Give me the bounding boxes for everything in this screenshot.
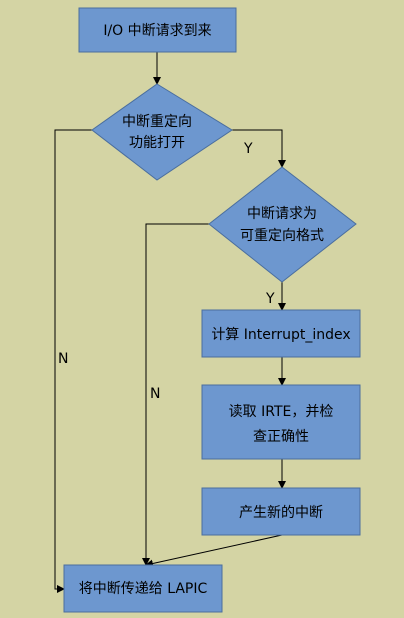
edge-generate-to-deliver: [145, 534, 283, 568]
generate-node: 产生新的中断: [201, 487, 361, 536]
decision2-no-label: N: [150, 386, 160, 402]
deliver-node: 将中断传递给 LAPIC: [63, 564, 223, 613]
decision1-yes-label: Y: [243, 141, 253, 157]
read-irte-text-line1: 读取 IRTE，并检: [229, 403, 334, 420]
start-node-text: I/O 中断请求到来: [103, 23, 211, 39]
start-node: I/O 中断请求到来: [78, 7, 237, 53]
decision2-node: 中断请求为 可重定向格式: [208, 166, 357, 283]
generate-node-text: 产生新的中断: [239, 505, 323, 521]
decision1-node: 中断重定向 功能打开: [91, 83, 233, 181]
edge-decision1-yes: [232, 129, 286, 168]
decision1-text-line2: 功能打开: [129, 134, 185, 151]
decision2-text-line2: 可重定向格式: [240, 228, 324, 244]
read-irte-text-line2: 查正确性: [253, 429, 309, 445]
decision1-text-line1: 中断重定向: [122, 114, 192, 130]
decision1-no-label: N: [58, 351, 68, 367]
decision2-text-line1: 中断请求为: [247, 206, 317, 222]
compute-node: 计算 Interrupt_index: [201, 309, 361, 358]
read-irte-node: 读取 IRTE，并检 查正确性: [201, 384, 361, 460]
edge-decision1-no: [54, 129, 92, 593]
compute-node-text: 计算 Interrupt_index: [211, 327, 350, 343]
deliver-node-text: 将中断传递给 LAPIC: [79, 581, 208, 597]
edge-decision2-no: [142, 223, 209, 566]
decision2-yes-label: Y: [265, 291, 275, 307]
